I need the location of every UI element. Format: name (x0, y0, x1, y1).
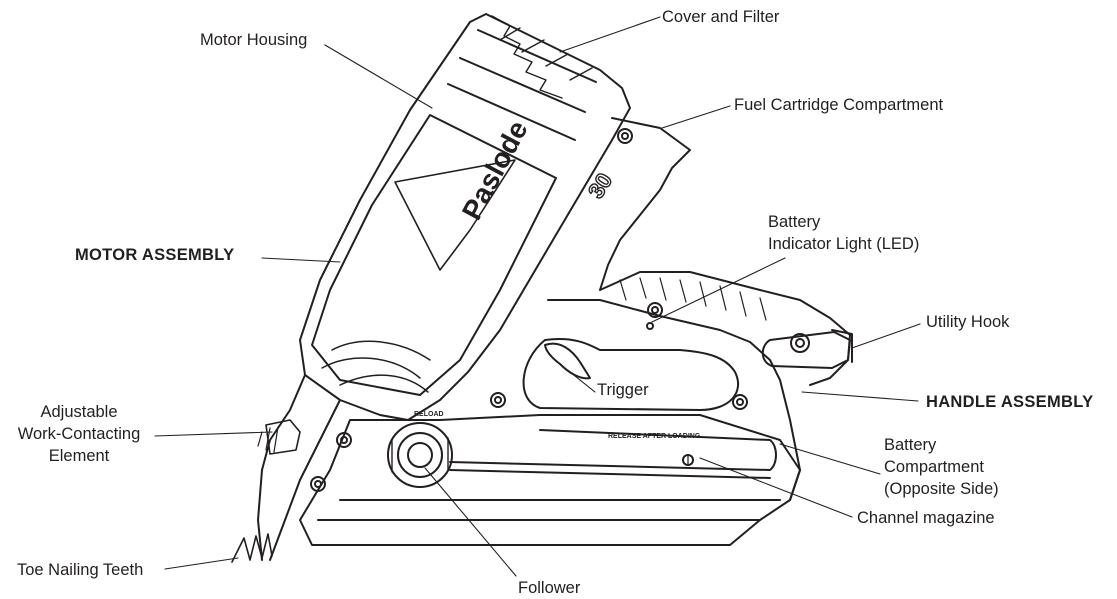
label-trigger: Trigger (597, 381, 649, 399)
label-wce-line-2: Work-Contacting (17, 425, 141, 443)
label-handle-assembly: HANDLE ASSEMBLY (926, 393, 1094, 411)
leader-motor-assembly (261, 257, 341, 263)
grip-opening (490, 338, 748, 411)
label-toe-nailing-teeth: Toe Nailing Teeth (17, 561, 144, 579)
label-battery-comp-line-3: (Opposite Side) (884, 480, 999, 498)
label-utility-hook: Utility Hook (926, 313, 1010, 331)
label-battery-comp-line-1: Battery (884, 436, 937, 454)
magazine-print-text: RELEASE AFTER LOADING (608, 433, 701, 440)
handle-shape (547, 271, 851, 501)
leader-lines (154, 16, 921, 577)
motor-housing-shape (299, 13, 631, 421)
leader-motor-housing (324, 44, 433, 109)
leader-trigger (569, 371, 596, 393)
label-motor-assembly: MOTOR ASSEMBLY (75, 246, 235, 264)
leader-handle-assembly (801, 391, 919, 402)
model-number-text: 30 (583, 169, 617, 203)
label-battery-led: Battery Indicator Light (LED) (768, 211, 919, 255)
label-fuel-cartridge: Fuel Cartridge Compartment (734, 96, 944, 114)
label-channel-magazine: Channel magazine (857, 509, 995, 527)
label-wce-line-1: Adjustable (40, 403, 118, 421)
leader-channel-magazine (699, 457, 853, 518)
reload-tag-text: RELOAD (414, 411, 444, 418)
follower-shape (387, 422, 453, 488)
cover-filter-ridges (491, 15, 593, 99)
leader-utility-hook (851, 323, 921, 349)
label-adjustable-wce: Adjustable Work-Contacting Element (6, 401, 152, 467)
nose-shape (257, 374, 352, 561)
label-cover-filter: Cover and Filter (662, 8, 780, 26)
leader-follower (424, 467, 517, 577)
leader-cover-filter (559, 16, 661, 53)
label-follower: Follower (518, 579, 581, 597)
label-battery-compartment: Battery Compartment (Opposite Side) (884, 434, 999, 500)
label-battery-led-line-1: Battery (768, 213, 821, 231)
utility-hook-shape (761, 329, 853, 369)
leader-battery-led (651, 257, 786, 323)
leader-wce (154, 431, 273, 437)
brand-logo-text: Paslode (456, 115, 534, 224)
trigger-shape (544, 342, 591, 380)
label-battery-comp-line-2: Compartment (884, 458, 984, 476)
toe-nailing-teeth-shape (231, 533, 273, 563)
label-wce-line-3: Element (48, 447, 110, 465)
leader-fuel-cartridge (661, 105, 731, 129)
label-battery-led-line-2: Indicator Light (LED) (768, 235, 920, 253)
leader-battery-compartment (779, 443, 881, 475)
label-motor-housing: Motor Housing (200, 31, 308, 49)
channel-magazine-shape (299, 414, 801, 546)
fuel-compartment-shape (599, 117, 691, 291)
leader-toe-nailing (164, 557, 239, 570)
